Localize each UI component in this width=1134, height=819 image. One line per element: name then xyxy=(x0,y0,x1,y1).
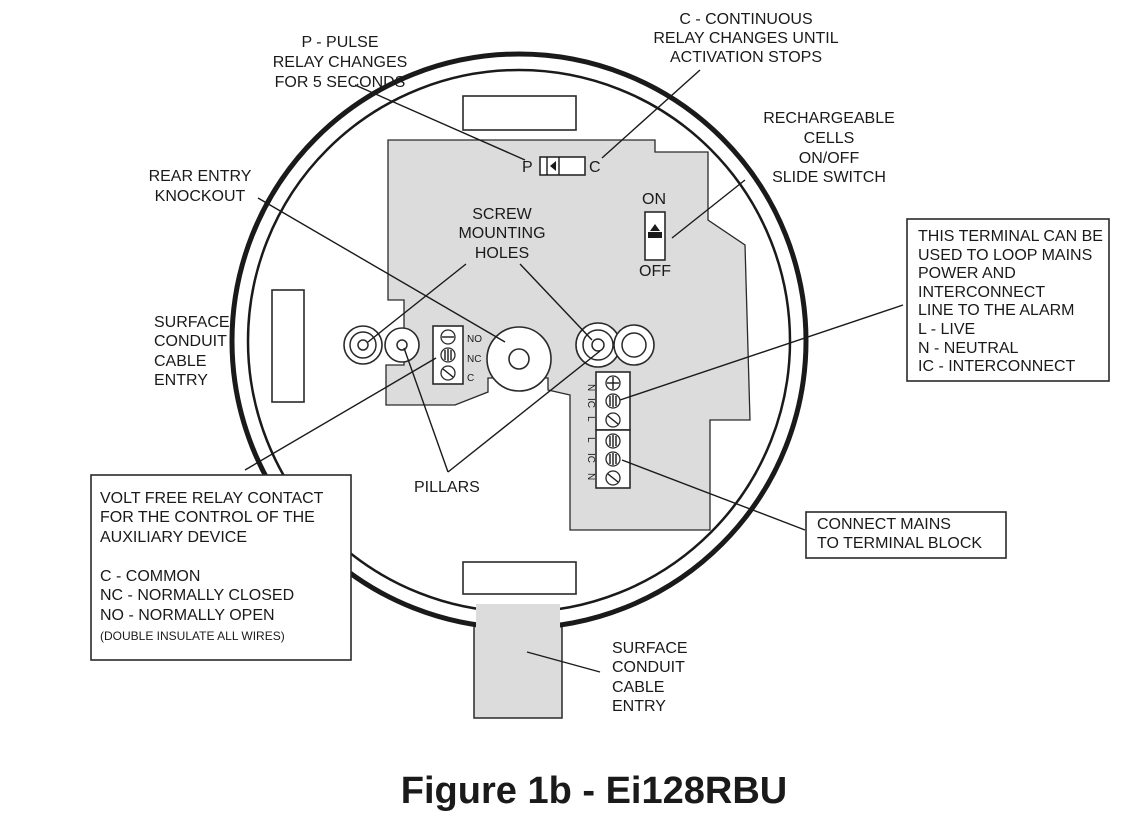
svg-text:C - CONTINUOUS: C - CONTINUOUS xyxy=(679,11,812,28)
left-pillar xyxy=(384,327,420,363)
label-pulse: P - PULSE RELAY CHANGES FOR 5 SECONDS xyxy=(273,34,408,91)
loop-label-n: N xyxy=(585,384,596,391)
bottom-slot xyxy=(462,561,577,595)
relay-screw-nc xyxy=(440,347,456,363)
mains-label-ic: IC xyxy=(585,453,596,463)
svg-text:SLIDE SWITCH: SLIDE SWITCH xyxy=(772,169,886,186)
terminal-loop-box xyxy=(906,218,1110,382)
svg-text:NC - NORMALLY CLOSED: NC - NORMALLY CLOSED xyxy=(100,587,294,604)
svg-text:SURFACE: SURFACE xyxy=(154,314,230,331)
svg-text:L - LIVE: L - LIVE xyxy=(918,321,975,338)
loop-label-l: L xyxy=(585,416,596,422)
svg-text:RELAY CHANGES UNTIL: RELAY CHANGES UNTIL xyxy=(653,30,838,47)
svg-text:AUXILIARY DEVICE: AUXILIARY DEVICE xyxy=(100,529,247,546)
switch-label-off: OFF xyxy=(639,263,671,280)
svg-text:CABLE: CABLE xyxy=(154,353,206,370)
connect-mains-box xyxy=(805,511,1007,559)
svg-text:ENTRY: ENTRY xyxy=(612,698,666,715)
label-surface-bottom: SURFACE CONDUIT CABLE ENTRY xyxy=(612,640,688,715)
svg-text:ON/OFF: ON/OFF xyxy=(799,150,860,167)
leader-lines xyxy=(244,69,904,673)
svg-text:CELLS: CELLS xyxy=(804,130,855,147)
relay-screw-c xyxy=(440,365,456,381)
connect-mains-line-1: CONNECT MAINS xyxy=(817,516,951,533)
svg-text:KNOCKOUT: KNOCKOUT xyxy=(155,188,246,205)
svg-text:CABLE: CABLE xyxy=(612,679,664,696)
relay-note: (DOUBLE INSULATE ALL WIRES) xyxy=(100,629,285,643)
switch-label-on: ON xyxy=(642,191,666,208)
switch-label-c: C xyxy=(589,159,601,176)
label-surface-left: SURFACE CONDUIT CABLE ENTRY xyxy=(154,314,230,389)
relay-contact-box xyxy=(90,474,352,661)
svg-text:LINE TO THE ALARM: LINE TO THE ALARM xyxy=(918,302,1075,319)
svg-text:N - NEUTRAL: N - NEUTRAL xyxy=(918,340,1019,357)
right-pillar xyxy=(613,324,655,366)
relay-label-no: NO xyxy=(467,334,482,345)
label-pillars: PILLARS xyxy=(414,479,480,496)
svg-text:RELAY CHANGES: RELAY CHANGES xyxy=(273,54,408,71)
svg-text:CONDUIT: CONDUIT xyxy=(154,333,227,350)
relay-label-nc: NC xyxy=(467,354,481,365)
svg-text:NO - NORMALLY OPEN: NO - NORMALLY OPEN xyxy=(100,607,275,624)
terminal-loop-text: THIS TERMINAL CAN BE USED TO LOOP MAINS … xyxy=(918,228,1103,375)
left-conduit-knockout xyxy=(271,289,305,403)
switch-label-p: P xyxy=(522,159,533,176)
pulse-continuous-switch xyxy=(539,156,586,176)
svg-text:SCREW: SCREW xyxy=(472,206,532,223)
relay-label-c: C xyxy=(467,373,474,384)
loop-label-ic: IC xyxy=(585,398,596,408)
label-rechargeable-switch: RECHARGEABLE CELLS ON/OFF SLIDE SWITCH xyxy=(763,110,895,186)
svg-text:MOUNTING: MOUNTING xyxy=(458,225,545,242)
relay-contact-text: VOLT FREE RELAY CONTACT FOR THE CONTROL … xyxy=(100,490,324,643)
svg-text:USED TO LOOP MAINS: USED TO LOOP MAINS xyxy=(918,247,1092,264)
label-continuous: C - CONTINUOUS RELAY CHANGES UNTIL ACTIV… xyxy=(653,11,838,66)
svg-text:ACTIVATION STOPS: ACTIVATION STOPS xyxy=(670,49,822,66)
svg-text:IC - INTERCONNECT: IC - INTERCONNECT xyxy=(918,358,1076,375)
svg-text:THIS TERMINAL CAN BE: THIS TERMINAL CAN BE xyxy=(918,228,1103,245)
svg-text:HOLES: HOLES xyxy=(475,245,529,262)
mains-label-n: N xyxy=(585,473,596,480)
svg-text:CONDUIT: CONDUIT xyxy=(612,659,685,676)
svg-text:FOR THE CONTROL OF THE: FOR THE CONTROL OF THE xyxy=(100,509,315,526)
svg-text:FOR 5 SECONDS: FOR 5 SECONDS xyxy=(275,74,406,91)
svg-text:C - COMMON: C - COMMON xyxy=(100,568,200,585)
mains-label-l: L xyxy=(585,437,596,443)
svg-text:SURFACE: SURFACE xyxy=(612,640,688,657)
top-slot xyxy=(462,95,577,131)
svg-text:ENTRY: ENTRY xyxy=(154,372,208,389)
svg-text:POWER AND: POWER AND xyxy=(918,265,1016,282)
figure-title: Figure 1b - Ei128RBU xyxy=(401,770,787,812)
svg-text:VOLT FREE RELAY CONTACT: VOLT FREE RELAY CONTACT xyxy=(100,490,324,507)
label-rear-entry: REAR ENTRY KNOCKOUT xyxy=(149,168,252,205)
svg-text:REAR ENTRY: REAR ENTRY xyxy=(149,168,252,185)
svg-text:INTERCONNECT: INTERCONNECT xyxy=(918,284,1045,301)
connect-mains-line-2: TO TERMINAL BLOCK xyxy=(817,535,982,552)
svg-text:P - PULSE: P - PULSE xyxy=(301,34,378,51)
relay-screw-no xyxy=(440,329,456,345)
svg-text:RECHARGEABLE: RECHARGEABLE xyxy=(763,110,895,127)
label-screw-holes: SCREW MOUNTING HOLES xyxy=(458,206,545,262)
